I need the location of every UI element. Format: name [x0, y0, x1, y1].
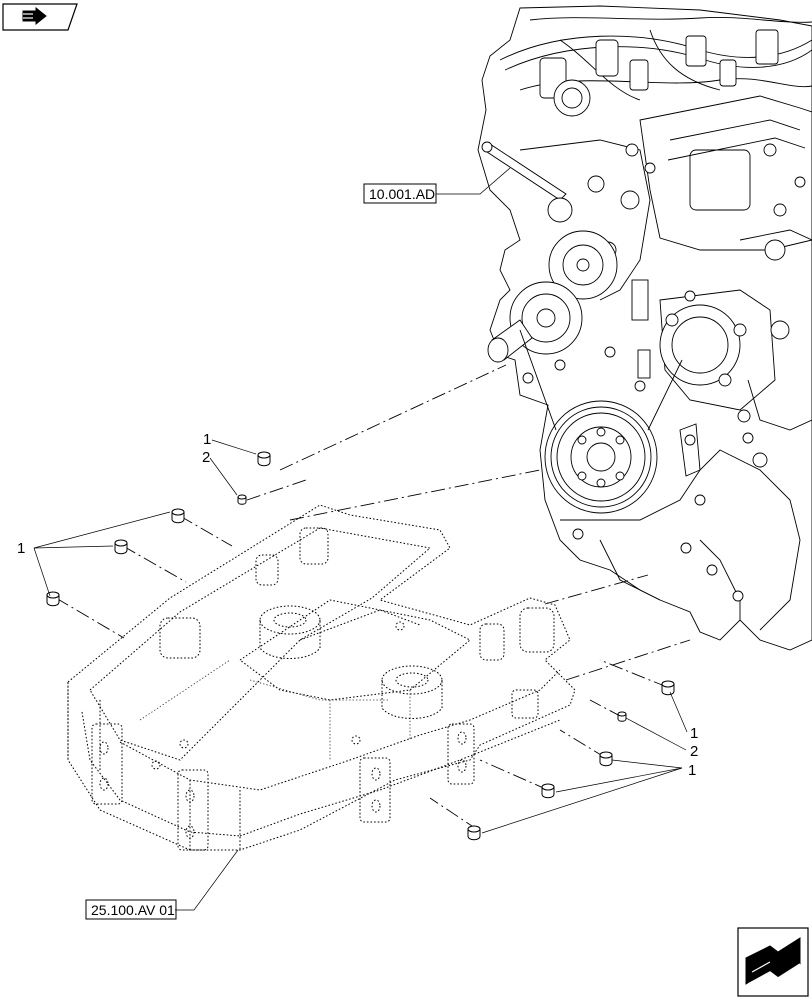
- dowel-part-2a: [237, 494, 247, 505]
- sleeve-part-1c: [114, 539, 128, 555]
- engine-reference-label: 10.001.AD: [369, 186, 435, 202]
- callout-1-sleeves-right: 1: [688, 762, 696, 779]
- dowel-part-2b: [617, 711, 627, 722]
- callout-1-sleeve: 1: [203, 431, 211, 448]
- engine-reference-box[interactable]: 10.001.AD: [363, 183, 437, 204]
- front-support-frame: [67, 504, 576, 851]
- previous-page-arrow-icon[interactable]: [2, 3, 78, 31]
- sleeve-part-1e: [661, 680, 675, 696]
- sleeve-part-1f: [599, 751, 613, 767]
- engine-illustration: [477, 5, 812, 651]
- sleeve-part-1g: [541, 783, 555, 799]
- leader-lines: [33, 167, 688, 911]
- sleeve-part-1h: [467, 825, 481, 841]
- sleeve-part-1b: [171, 508, 185, 524]
- support-reference-label: 25.100.AV 01: [91, 902, 175, 918]
- callout-2-dowel: 2: [202, 449, 210, 466]
- support-reference-box[interactable]: 25.100.AV 01: [85, 899, 177, 920]
- sleeve-part-1a: [257, 451, 271, 467]
- callout-1-sleeves-left: 1: [17, 540, 25, 557]
- assembly-axis-lines: [55, 364, 691, 831]
- sleeve-part-1d: [46, 591, 60, 607]
- callout-2-dowel-right: 2: [690, 743, 698, 760]
- next-page-arrow-icon[interactable]: [737, 927, 809, 997]
- callout-1-sleeve-right: 1: [690, 725, 698, 742]
